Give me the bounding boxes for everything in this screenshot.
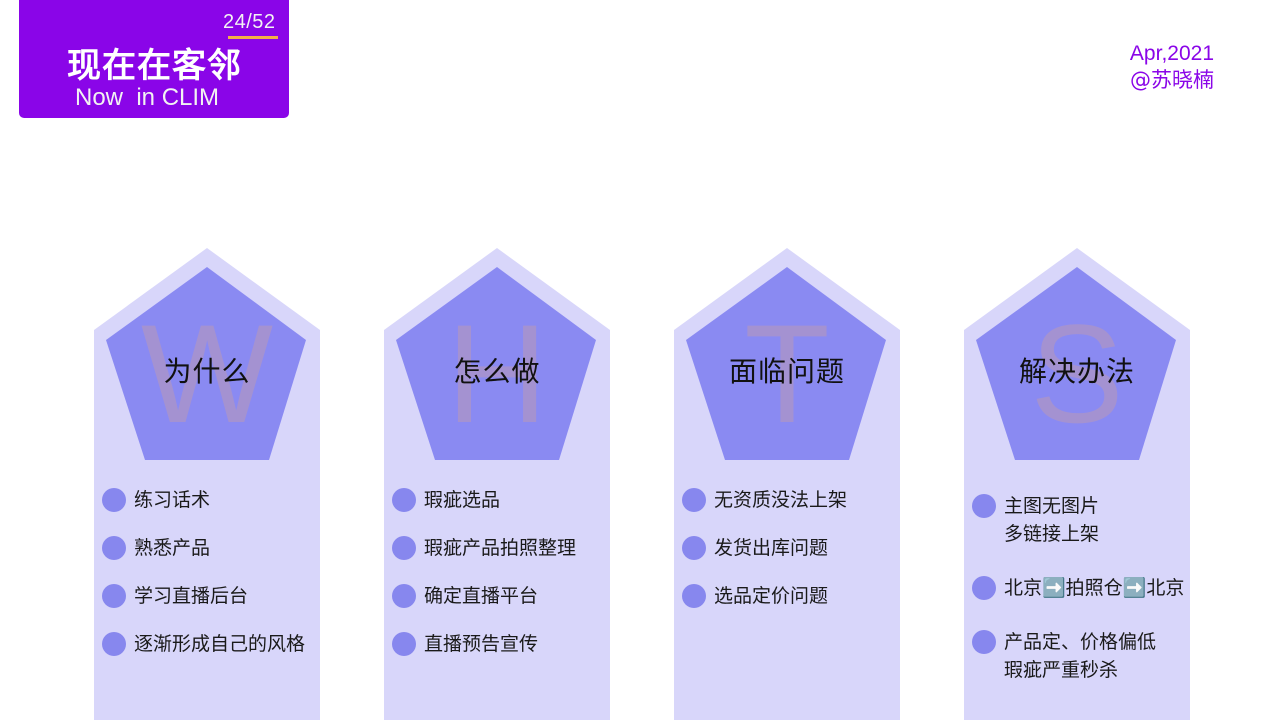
bullet-dot-icon — [392, 632, 416, 656]
item-text: 熟悉产品 — [134, 537, 211, 559]
pentagon-shape — [686, 267, 886, 460]
item-list: 练习话术 熟悉产品 学习直播后台 逐渐形成自己的风格 — [102, 486, 320, 678]
column-why: W 为什么 练习话术 熟悉产品 学习直播后台 逐渐形成自己的风格 — [94, 248, 320, 720]
item-list: 主图无图片 多链接上架 北京➡️拍照仓➡️北京 产品定、价格偏低 瑕疵严重秒杀 — [972, 492, 1190, 710]
bullet-dot-icon — [682, 488, 706, 512]
header-badge: 24/52 现在在客邻 Now in CLIM — [19, 0, 289, 118]
bullet-dot-icon — [682, 536, 706, 560]
meta-info: Apr,2021 @苏晓楠 — [1130, 40, 1214, 94]
column-how: H 怎么做 瑕疵选品 瑕疵产品拍照整理 确定直播平台 直播预告宣传 — [384, 248, 610, 720]
item-text: 选品定价问题 — [714, 585, 829, 607]
list-item: 逐渐形成自己的风格 — [102, 630, 320, 658]
watermark-letter: W — [140, 295, 274, 452]
page-counter: 24/52 — [223, 11, 276, 33]
column-heading: 解决办法 — [1018, 355, 1135, 388]
item-text: 瑕疵产品拍照整理 — [424, 537, 577, 559]
column-background — [94, 248, 320, 720]
list-item: 无资质没法上架 — [682, 486, 900, 514]
bullet-dot-icon — [972, 494, 996, 518]
list-item: 瑕疵产品拍照整理 — [392, 534, 610, 562]
item-text: 主图无图片 多链接上架 — [1004, 495, 1100, 545]
bullet-dot-icon — [392, 584, 416, 608]
date-label: Apr,2021 — [1129, 42, 1214, 65]
item-text: 逐渐形成自己的风格 — [134, 633, 306, 655]
list-item: 发货出库问题 — [682, 534, 900, 562]
item-text: 练习话术 — [134, 489, 211, 511]
pentagon-shape — [976, 267, 1176, 460]
item-list: 瑕疵选品 瑕疵产品拍照整理 确定直播平台 直播预告宣传 — [392, 486, 610, 678]
bullet-dot-icon — [102, 536, 126, 560]
bullet-dot-icon — [392, 536, 416, 560]
item-text: 瑕疵选品 — [424, 489, 501, 511]
item-text: 确定直播平台 — [424, 585, 539, 607]
list-item: 主图无图片 多链接上架 — [972, 492, 1190, 548]
item-text: 学习直播后台 — [134, 585, 249, 607]
page-title: 现在在客邻 — [67, 46, 242, 86]
list-item: 瑕疵选品 — [392, 486, 610, 514]
bullet-dot-icon — [682, 584, 706, 608]
bullet-dot-icon — [102, 632, 126, 656]
list-item: 确定直播平台 — [392, 582, 610, 610]
list-item: 练习话术 — [102, 486, 320, 514]
column-heading: 怎么做 — [453, 355, 541, 388]
watermark-letter: H — [446, 295, 548, 452]
column-heading: 为什么 — [163, 355, 251, 388]
watermark-letter: T — [744, 295, 830, 452]
list-item: 北京➡️拍照仓➡️北京 — [972, 574, 1190, 602]
column-solutions: S 解决办法 主图无图片 多链接上架 北京➡️拍照仓➡️北京 产品定、价格偏低 … — [964, 248, 1190, 720]
watermark-letter: S — [1030, 295, 1124, 452]
bullet-dot-icon — [972, 576, 996, 600]
column-background — [674, 248, 900, 720]
column-background — [384, 248, 610, 720]
item-text: 北京➡️拍照仓➡️北京 — [1004, 577, 1185, 599]
item-text: 产品定、价格偏低 瑕疵严重秒杀 — [1004, 631, 1157, 681]
column-background — [964, 248, 1190, 720]
page-subtitle: Now in CLIM — [75, 84, 220, 111]
list-item: 选品定价问题 — [682, 582, 900, 610]
column-problems: T 面临问题 无资质没法上架 发货出库问题 选品定价问题 — [674, 248, 900, 720]
pentagon-shape — [106, 267, 306, 460]
list-item: 直播预告宣传 — [392, 630, 610, 658]
item-text: 无资质没法上架 — [714, 489, 848, 511]
bullet-dot-icon — [392, 488, 416, 512]
bullet-dot-icon — [102, 488, 126, 512]
item-text: 直播预告宣传 — [424, 633, 539, 655]
page-counter-underline — [228, 36, 278, 39]
item-list: 无资质没法上架 发货出库问题 选品定价问题 — [682, 486, 900, 630]
bullet-dot-icon — [102, 584, 126, 608]
column-heading: 面临问题 — [728, 355, 845, 388]
list-item: 熟悉产品 — [102, 534, 320, 562]
bullet-dot-icon — [972, 630, 996, 654]
item-text: 发货出库问题 — [714, 537, 829, 559]
list-item: 产品定、价格偏低 瑕疵严重秒杀 — [972, 628, 1190, 684]
list-item: 学习直播后台 — [102, 582, 320, 610]
pentagon-shape — [396, 267, 596, 460]
author-label: @苏晓楠 — [1130, 68, 1214, 92]
